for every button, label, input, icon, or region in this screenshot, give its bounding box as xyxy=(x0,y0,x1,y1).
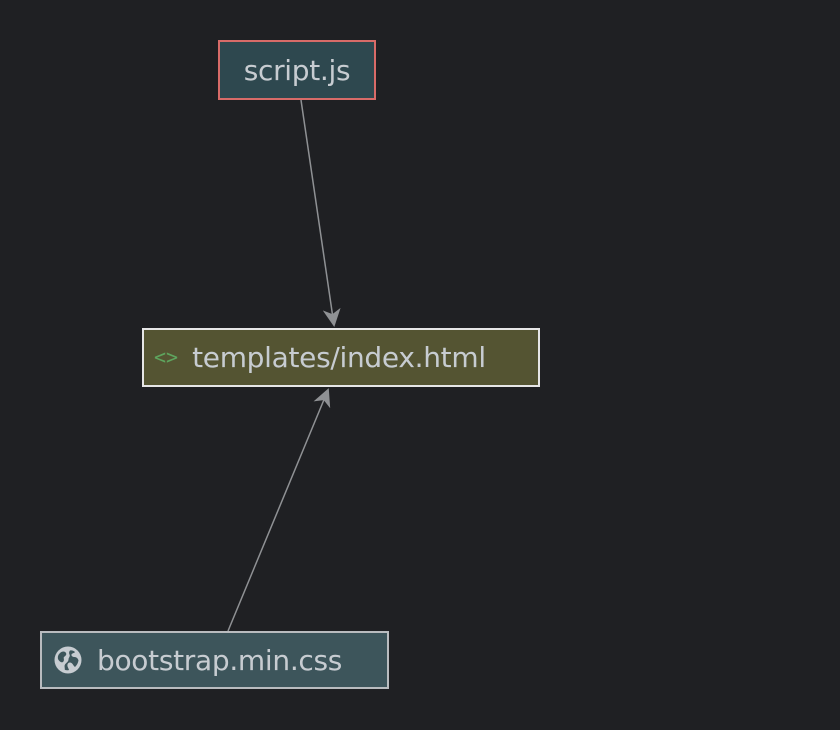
node-label: templates/index.html xyxy=(192,341,486,374)
html-tag-icon: <> xyxy=(154,344,179,369)
node-label: bootstrap.min.css xyxy=(97,643,343,677)
edge-script-to-index xyxy=(300,99,341,327)
edge-bootstrap-to-index xyxy=(227,388,331,632)
node-templates-index-html[interactable]: <> templates/index.html xyxy=(142,328,540,387)
node-bootstrap-min-css[interactable]: bootstrap.min.css xyxy=(40,631,389,689)
node-script-js[interactable]: script.js xyxy=(218,40,376,100)
node-label: script.js xyxy=(243,53,351,87)
globe-icon xyxy=(54,646,82,674)
